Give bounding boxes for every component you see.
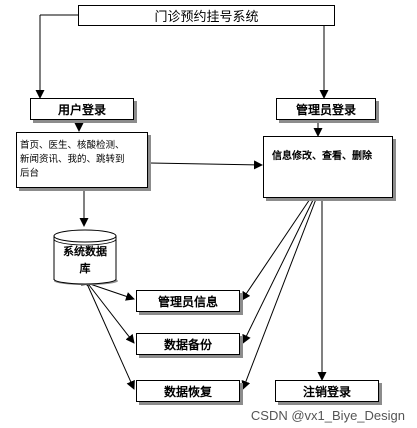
user-functions-line-3: 后台 bbox=[20, 168, 40, 179]
watermark: CSDN @vx1_Biye_Design bbox=[250, 408, 405, 423]
edge-admin-to-backup bbox=[242, 188, 322, 344]
edge-title-to-admin-login bbox=[319, 14, 334, 99]
database-label-line-2: 库 bbox=[79, 262, 91, 275]
edge-db-admin-info bbox=[80, 277, 135, 301]
edge-admin-to-restore bbox=[241, 189, 324, 390]
admin-login-box: 管理员登录 bbox=[276, 98, 376, 120]
logout-label: 注销登录 bbox=[302, 384, 351, 399]
user-login-label: 用户登录 bbox=[57, 102, 106, 117]
data-restore-label: 数据恢复 bbox=[163, 384, 212, 399]
user-login-box: 用户登录 bbox=[30, 98, 134, 120]
database-label: 系统数据 库 bbox=[54, 243, 116, 277]
edge-db-restore bbox=[80, 276, 135, 390]
user-functions-line-1: 首页、医生、核酸检测、 bbox=[20, 140, 125, 151]
edge-title-to-user-login bbox=[35, 14, 78, 99]
edge-user-admin-bidirectional bbox=[141, 158, 263, 170]
system-title-box: 门诊预约挂号系统 bbox=[78, 5, 335, 26]
data-restore-box: 数据恢复 bbox=[136, 380, 240, 402]
admin-login-label: 管理员登录 bbox=[295, 102, 356, 117]
data-backup-label: 数据备份 bbox=[163, 337, 212, 352]
admin-functions-label: 信息修改、查看、删除 bbox=[272, 151, 372, 162]
user-functions-line-2: 新闻资讯、我的、跳转到 bbox=[20, 154, 125, 165]
data-backup-box: 数据备份 bbox=[136, 333, 240, 355]
database-cylinder bbox=[53, 229, 118, 285]
admin-info-box: 管理员信息 bbox=[136, 290, 240, 312]
edge-admin-to-admin-info bbox=[241, 186, 321, 301]
logout-box: 注销登录 bbox=[275, 380, 379, 402]
admin-functions-box: 信息修改、查看、删除 bbox=[263, 136, 393, 198]
admin-info-label: 管理员信息 bbox=[157, 294, 218, 309]
user-functions-box: 首页、医生、核酸检测、 新闻资讯、我的、跳转到 后台 bbox=[16, 132, 148, 188]
system-title: 门诊预约挂号系统 bbox=[154, 10, 259, 25]
edge-db-backup bbox=[80, 275, 135, 344]
database-label-line-1: 系统数据 bbox=[63, 245, 107, 258]
